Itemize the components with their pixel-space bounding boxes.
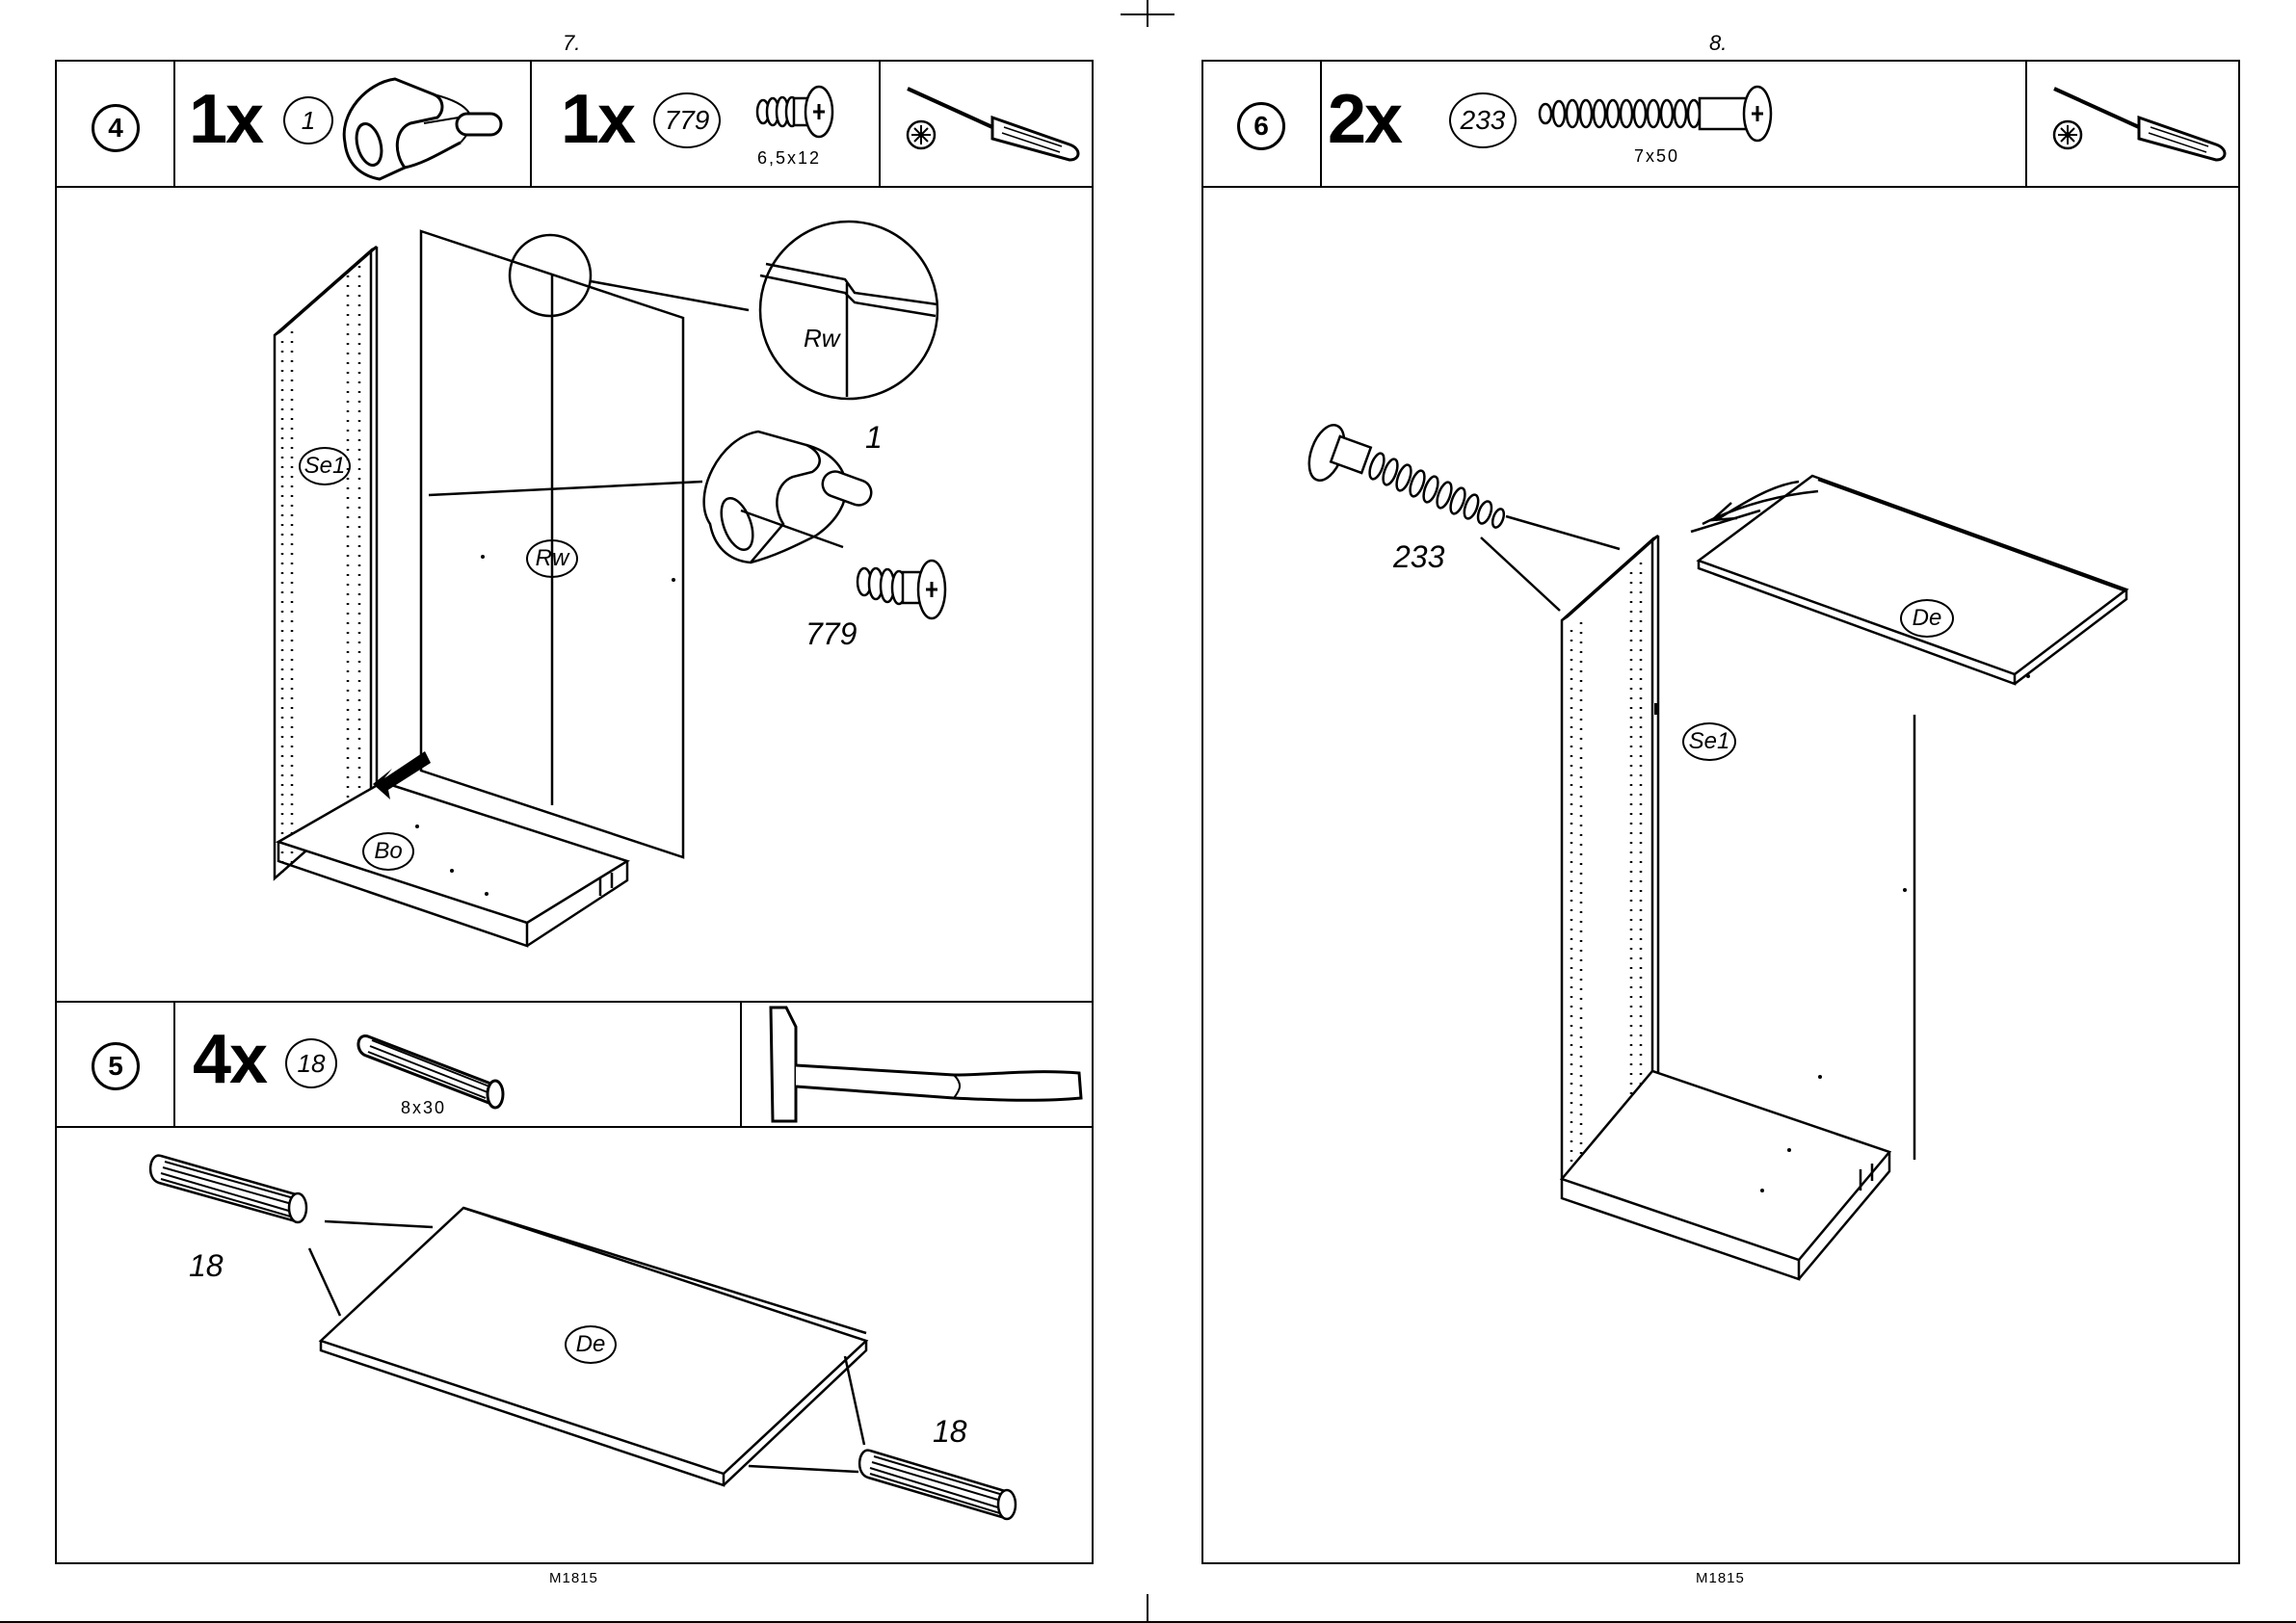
part-quantity: 1x	[561, 85, 634, 154]
hammer-icon	[761, 1002, 1089, 1127]
part-label-side: Se1	[1682, 722, 1736, 761]
part-id-tag: 233	[1449, 92, 1517, 148]
page-number: 7.	[563, 31, 580, 56]
page-number: 8.	[1709, 31, 1727, 56]
shelf-bracket-icon	[337, 75, 520, 181]
cabinet-top-assembly-drawing	[1201, 187, 2240, 1562]
connector-screw-icon	[1538, 85, 1808, 143]
step-number-badge: 4	[92, 104, 140, 152]
part-dimension: 7x50	[1634, 146, 1679, 167]
part-quantity: 2x	[1328, 85, 1401, 154]
part-dimension: 6,5x12	[757, 148, 821, 169]
screw-icon	[755, 85, 842, 143]
screwdriver-icon	[2043, 81, 2235, 168]
part-dimension: 8x30	[401, 1098, 446, 1118]
part-label-top: De	[565, 1325, 617, 1364]
part-id-tag: 18	[285, 1038, 337, 1088]
detail-label: Rw	[804, 324, 840, 353]
bracket-label: 1	[865, 420, 883, 456]
left-page: 7. 4 1x 1 1x 779 6,5x12	[0, 0, 1148, 1623]
dowel-label: 18	[189, 1248, 224, 1284]
screwdriver-icon	[896, 81, 1089, 168]
part-label-top: De	[1900, 599, 1954, 638]
part-label-back: Rw	[526, 539, 578, 578]
part-label-side: Se1	[299, 447, 351, 485]
part-label-bottom: Bo	[362, 832, 414, 871]
document-code: M1815	[1696, 1570, 1745, 1586]
part-quantity: 4x	[193, 1025, 266, 1094]
part-quantity: 1x	[189, 85, 262, 154]
right-page: 8. 6 2x 233 7x50	[1148, 0, 2296, 1623]
dowel-icon	[358, 1011, 522, 1108]
screw-label: 779	[805, 616, 857, 652]
cabinet-assembly-drawing	[55, 187, 1094, 1002]
part-id-tag: 779	[653, 92, 721, 148]
part-id-tag: 1	[283, 96, 333, 144]
document-code: M1815	[549, 1570, 598, 1586]
dowel-label: 18	[933, 1414, 967, 1450]
step-number-badge: 5	[92, 1042, 140, 1090]
step-number-badge: 6	[1237, 102, 1285, 150]
screw-label: 233	[1393, 539, 1444, 575]
